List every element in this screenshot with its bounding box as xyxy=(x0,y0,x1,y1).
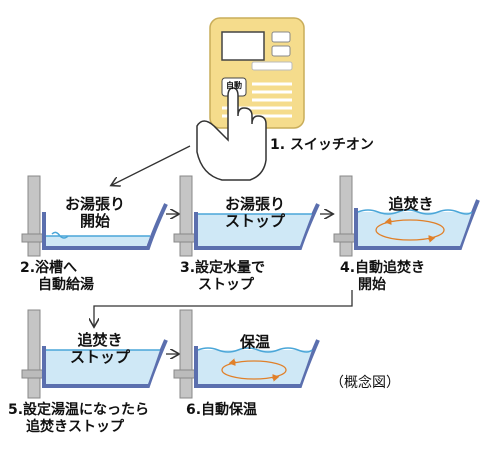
tub-4-label: 追焚き xyxy=(388,195,434,213)
flow-arrow-1 xyxy=(112,145,191,185)
auto-button-label: 自動 xyxy=(226,81,242,90)
step-1-text: スイッチオン xyxy=(289,137,374,153)
flow-arrow-4 xyxy=(94,290,353,326)
tub-2-label: お湯張り 開始 xyxy=(64,195,125,230)
step-1-label: 1. スイッチオン xyxy=(270,137,374,154)
conceptual-diagram-note: （概念図） xyxy=(330,375,400,391)
tub-step-5 xyxy=(21,309,168,399)
step-4-caption: 4.自動追焚き 開始 xyxy=(340,260,426,293)
step-1-number: 1. xyxy=(270,137,286,153)
tub-step-3 xyxy=(173,175,320,257)
tub-step-2 xyxy=(21,175,168,257)
step-2-caption: 2.浴槽へ 自動給湯 xyxy=(20,260,94,293)
step-6-caption: 6.自動保温 xyxy=(186,402,258,418)
tub-6-label: 保温 xyxy=(239,333,270,351)
tub-3-label: お湯張り ストップ xyxy=(224,195,285,230)
tub-step-4 xyxy=(333,175,480,257)
tub-step-6 xyxy=(173,309,320,399)
step-5-caption: 5.設定湯温になったら 追焚きストップ xyxy=(8,402,150,435)
tub-5-label: 追焚き ストップ xyxy=(69,331,130,366)
controller-panel xyxy=(209,17,305,129)
hand-icon xyxy=(196,87,267,181)
step-3-caption: 3.設定水量で ストップ xyxy=(180,260,266,293)
